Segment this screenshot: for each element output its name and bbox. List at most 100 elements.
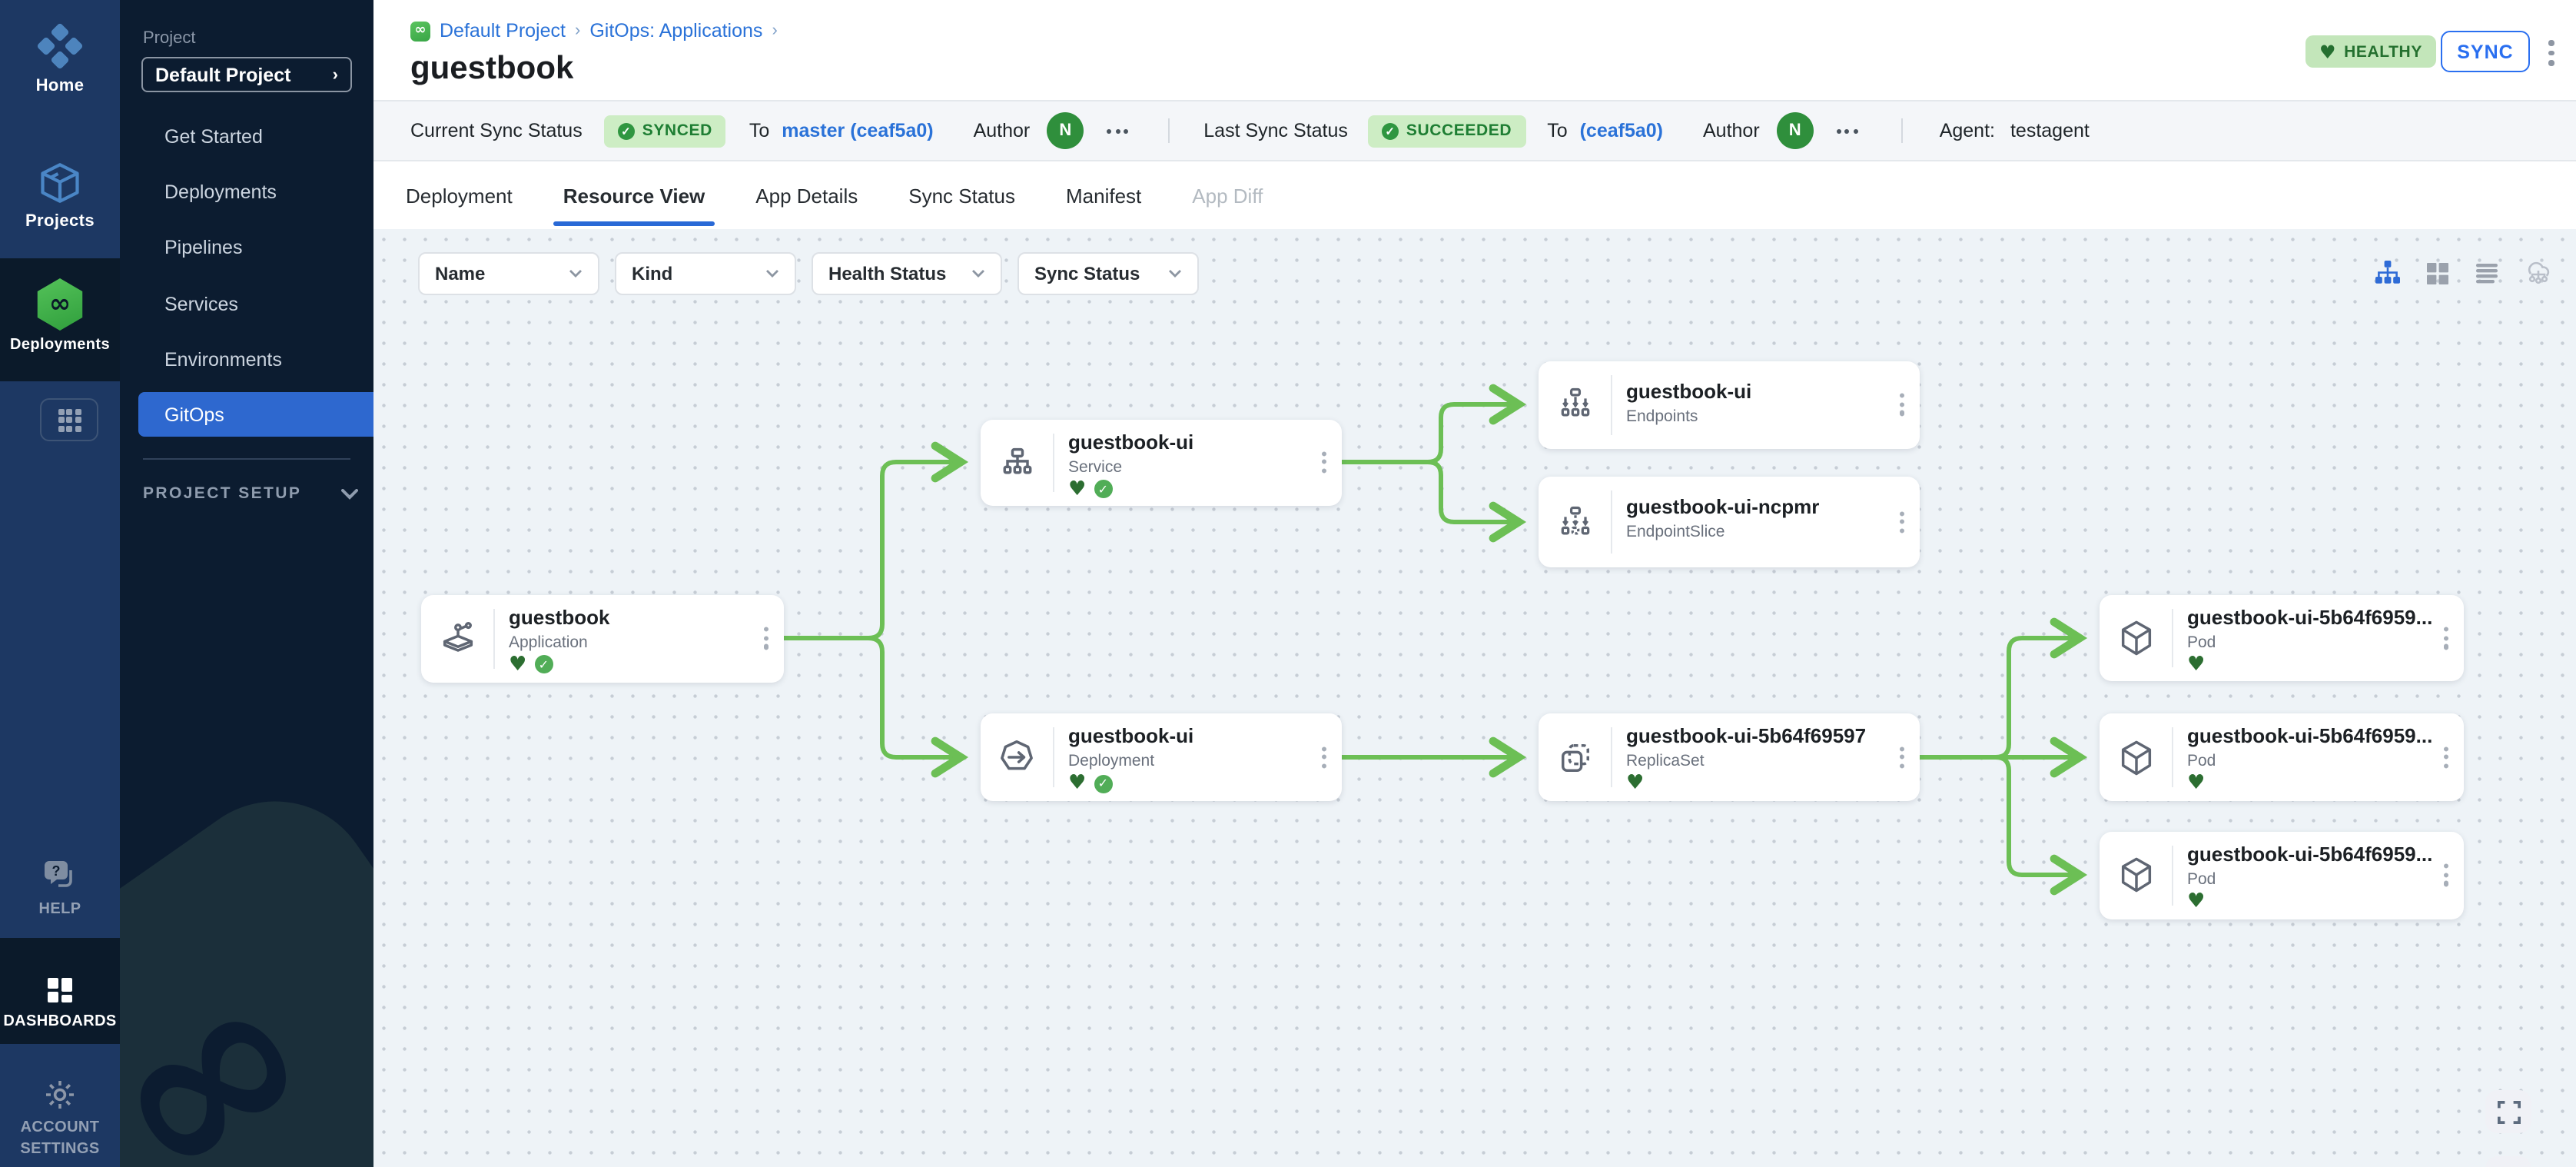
node-menu-kebab[interactable] bbox=[1322, 746, 1326, 768]
project-selector[interactable]: Default Project › bbox=[141, 57, 352, 92]
rail-item-help[interactable]: ? HELP bbox=[0, 858, 120, 920]
node-pod-1[interactable]: guestbook-ui-5b64f6959... Pod ♥ bbox=[2100, 595, 2464, 681]
tab-app-details[interactable]: App Details bbox=[755, 161, 858, 229]
health-status-label: HEALTHY bbox=[2344, 42, 2422, 61]
rail-item-deployments[interactable]: ∞ Deployments bbox=[0, 278, 120, 356]
synced-check-icon: ✓ bbox=[534, 655, 553, 673]
module-selector-button[interactable] bbox=[40, 398, 98, 441]
tab-manifest[interactable]: Manifest bbox=[1066, 161, 1141, 229]
node-title: guestbook-ui-5b64f69597 bbox=[1626, 724, 1920, 747]
rail-dashboards-label: DASHBOARDS bbox=[3, 1013, 116, 1032]
pod-icon bbox=[2100, 713, 2172, 801]
node-menu-kebab[interactable] bbox=[1322, 451, 1326, 473]
node-endpointslice-guestbook-ui-ncpmr[interactable]: guestbook-ui-ncpmr EndpointSlice bbox=[1539, 477, 1920, 567]
sidebar-item-pipelines[interactable]: Pipelines bbox=[120, 224, 373, 269]
sync-status-bar: Current Sync Status ✓ SYNCED To master (… bbox=[373, 100, 2576, 161]
list-view-icon[interactable] bbox=[2475, 262, 2499, 284]
node-replicaset-guestbook-ui-5b64f69597[interactable]: guestbook-ui-5b64f69597 ReplicaSet ♥ bbox=[1539, 713, 1920, 801]
rail-item-home[interactable]: Home bbox=[0, 22, 120, 98]
breadcrumb-separator: › bbox=[575, 22, 580, 40]
sidebar-item-environments[interactable]: Environments bbox=[120, 337, 373, 381]
cloud-view-icon[interactable] bbox=[2524, 260, 2553, 286]
chevron-down-icon bbox=[569, 269, 583, 278]
sync-button[interactable]: SYNC bbox=[2441, 31, 2530, 72]
check-circle-icon: ✓ bbox=[618, 122, 635, 139]
chevron-down-icon bbox=[1168, 269, 1182, 278]
breadcrumb-link-project[interactable]: Default Project bbox=[440, 20, 566, 42]
rail-item-account-settings[interactable]: ACCOUNT SETTINGS bbox=[0, 1076, 120, 1159]
selection-tool-button[interactable] bbox=[2485, 1156, 2531, 1167]
breadcrumb-link-gitops-applications[interactable]: GitOps: Applications bbox=[589, 20, 762, 42]
rail-projects-label: Projects bbox=[25, 212, 95, 234]
node-menu-kebab[interactable] bbox=[2444, 863, 2448, 886]
tab-sync-status[interactable]: Sync Status bbox=[908, 161, 1015, 229]
sidebar-item-services[interactable]: Services bbox=[120, 281, 373, 326]
node-title: guestbook-ui-ncpmr bbox=[1626, 495, 1920, 518]
page-title: guestbook bbox=[410, 51, 573, 88]
commit-message-ellipsis[interactable] bbox=[1107, 128, 1128, 133]
rail-item-projects[interactable]: Projects bbox=[0, 160, 120, 234]
chevron-down-icon bbox=[971, 269, 985, 278]
healthy-heart-icon: ♥ bbox=[509, 654, 526, 674]
app-menu-kebab[interactable] bbox=[2548, 40, 2554, 65]
node-endpoints-guestbook-ui[interactable]: guestbook-ui Endpoints bbox=[1539, 361, 1920, 448]
healthy-heart-icon: ♥ bbox=[1068, 773, 1086, 793]
healthy-heart-icon: ♥ bbox=[1068, 479, 1086, 499]
node-deployment-guestbook-ui[interactable]: guestbook-ui Deployment ♥ ✓ bbox=[981, 713, 1342, 801]
agent-label: Agent: bbox=[1940, 120, 1995, 141]
rail-item-dashboards[interactable]: DASHBOARDS bbox=[0, 973, 120, 1032]
filter-row: Name Kind Health Status Sync Status bbox=[418, 252, 1199, 295]
last-sync-revision-link[interactable]: (ceaf5a0) bbox=[1580, 120, 1663, 141]
sidebar-item-deployments[interactable]: Deployments bbox=[120, 169, 373, 214]
node-kind: Pod bbox=[2187, 633, 2464, 652]
commit-message-ellipsis-2[interactable] bbox=[1837, 128, 1858, 133]
tab-app-diff[interactable]: App Diff bbox=[1192, 161, 1263, 229]
chevron-down-icon bbox=[765, 269, 779, 278]
sidebar-item-get-started[interactable]: Get Started bbox=[120, 114, 373, 158]
project-setup-label: PROJECT SETUP bbox=[143, 484, 301, 503]
main-content: ∞ Default Project › GitOps: Applications… bbox=[373, 0, 2576, 1167]
node-menu-kebab[interactable] bbox=[2444, 627, 2448, 649]
tab-resource-view[interactable]: Resource View bbox=[563, 161, 705, 229]
filter-sync-status[interactable]: Sync Status bbox=[1017, 252, 1199, 295]
node-title: guestbook-ui bbox=[1068, 724, 1342, 747]
fullscreen-button[interactable] bbox=[2485, 1090, 2531, 1133]
rail-account-label-2: SETTINGS bbox=[20, 1140, 99, 1159]
resource-tree-canvas[interactable]: Name Kind Health Status Sync Status bbox=[373, 229, 2576, 1167]
filter-kind[interactable]: Kind bbox=[615, 252, 796, 295]
deployments-module-icon: ∞ bbox=[34, 278, 86, 331]
healthy-heart-icon: ♥ bbox=[2187, 773, 2205, 793]
node-menu-kebab[interactable] bbox=[2444, 746, 2448, 768]
node-menu-kebab[interactable] bbox=[1900, 510, 1904, 533]
tab-deployment[interactable]: Deployment bbox=[406, 161, 513, 229]
node-title: guestbook-ui-5b64f6959... bbox=[2187, 606, 2464, 629]
tab-bar: Deployment Resource View App Details Syn… bbox=[406, 161, 1263, 229]
heart-icon: ♥ bbox=[2319, 42, 2336, 61]
sidebar-divider bbox=[143, 458, 350, 460]
node-pod-2[interactable]: guestbook-ui-5b64f6959... Pod ♥ bbox=[2100, 713, 2464, 801]
tree-view-icon[interactable] bbox=[2375, 260, 2401, 286]
healthy-heart-icon: ♥ bbox=[2187, 655, 2205, 675]
sidebar-item-gitops[interactable]: GitOps bbox=[138, 392, 373, 437]
application-icon bbox=[421, 594, 493, 682]
filter-health-status[interactable]: Health Status bbox=[812, 252, 1002, 295]
sidebar-watermark-logo: ∞ bbox=[120, 763, 373, 1167]
rail-deployments-label: Deployments bbox=[10, 337, 110, 356]
node-menu-kebab[interactable] bbox=[1900, 746, 1904, 768]
node-menu-kebab[interactable] bbox=[764, 627, 768, 649]
node-menu-kebab[interactable] bbox=[1900, 393, 1904, 415]
to-label-2: To bbox=[1547, 120, 1567, 141]
project-setup-toggle[interactable]: PROJECT SETUP bbox=[143, 484, 358, 503]
filter-name[interactable]: Name bbox=[418, 252, 599, 295]
node-title: guestbook-ui-5b64f6959... bbox=[2187, 724, 2464, 747]
last-sync-status-badge: ✓ SUCCEEDED bbox=[1368, 115, 1525, 147]
node-pod-3[interactable]: guestbook-ui-5b64f6959... Pod ♥ bbox=[2100, 831, 2464, 919]
node-application-guestbook[interactable]: guestbook Application ♥ ✓ bbox=[421, 594, 784, 682]
chevron-right-icon: › bbox=[333, 65, 338, 84]
project-label: Project bbox=[143, 29, 196, 48]
grid-view-icon[interactable] bbox=[2425, 261, 2450, 285]
node-service-guestbook-ui[interactable]: guestbook-ui Service ♥ ✓ bbox=[981, 419, 1342, 505]
node-title: guestbook-ui-5b64f6959... bbox=[2187, 842, 2464, 865]
current-sync-revision-link[interactable]: master (ceaf5a0) bbox=[782, 120, 933, 141]
